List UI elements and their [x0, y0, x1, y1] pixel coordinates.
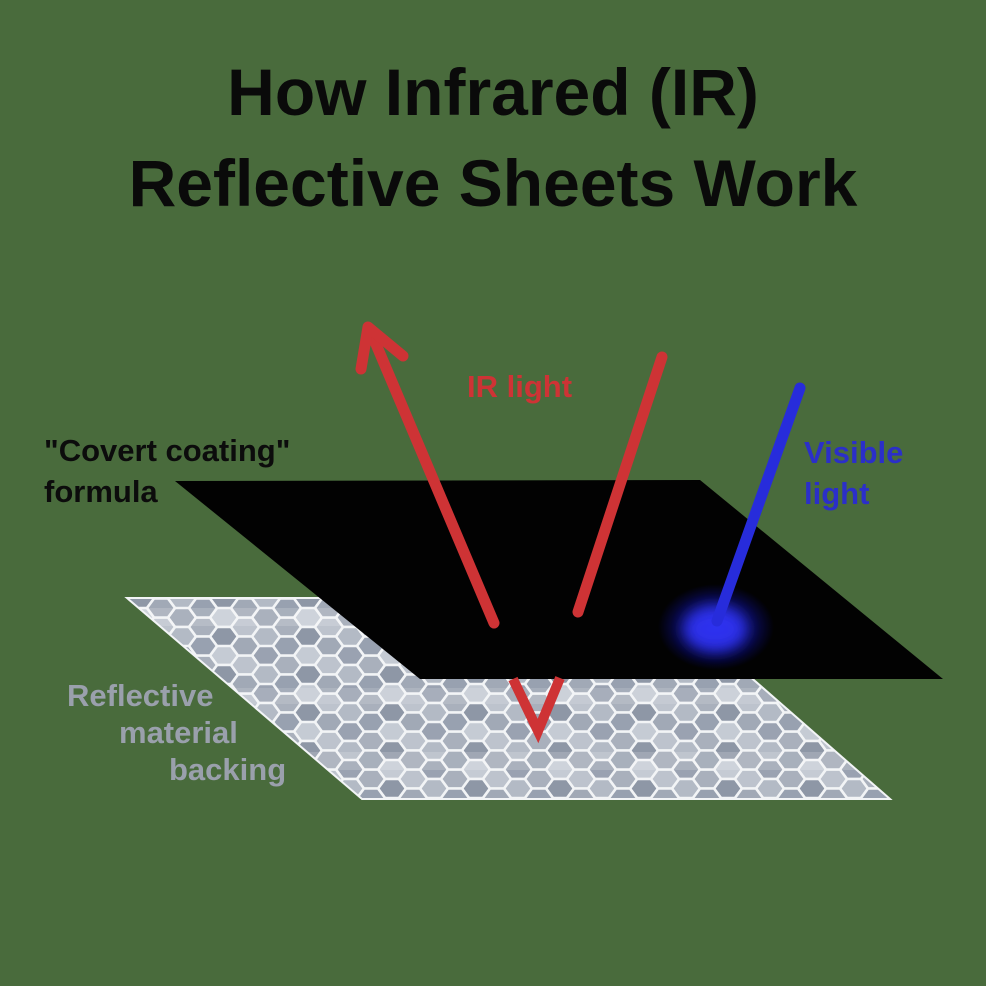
ir-light-label: IR light: [467, 369, 573, 404]
ir-ray-bounce: [508, 676, 565, 744]
ir-ray-reflected: [364, 324, 500, 629]
visible-light-ray: [711, 382, 806, 627]
backing-label: Reflective material backing: [67, 677, 286, 788]
covert-coating-line-2: formula: [44, 474, 158, 509]
visible-light-line-1: Visible: [804, 435, 904, 470]
title-line-2: Reflective Sheets Work: [128, 146, 858, 220]
visible-light-glow-core: [685, 608, 745, 650]
visible-light-label: Visible light: [804, 432, 903, 514]
backing-line-3: backing: [169, 752, 287, 787]
visible-light-line-2: light: [804, 476, 870, 511]
covert-coating-label: "Covert coating" formula: [44, 430, 290, 512]
ir-ray-incoming: [572, 351, 668, 618]
title-line-1: How Infrared (IR): [227, 55, 759, 129]
ir-arrowhead-icon: [355, 321, 409, 375]
page-title: How Infrared (IR) Reflective Sheets Work: [0, 47, 986, 229]
backing-line-1: Reflective: [67, 678, 214, 713]
covert-coating-line-1: "Covert coating": [44, 433, 291, 468]
backing-line-2: material: [119, 715, 238, 750]
